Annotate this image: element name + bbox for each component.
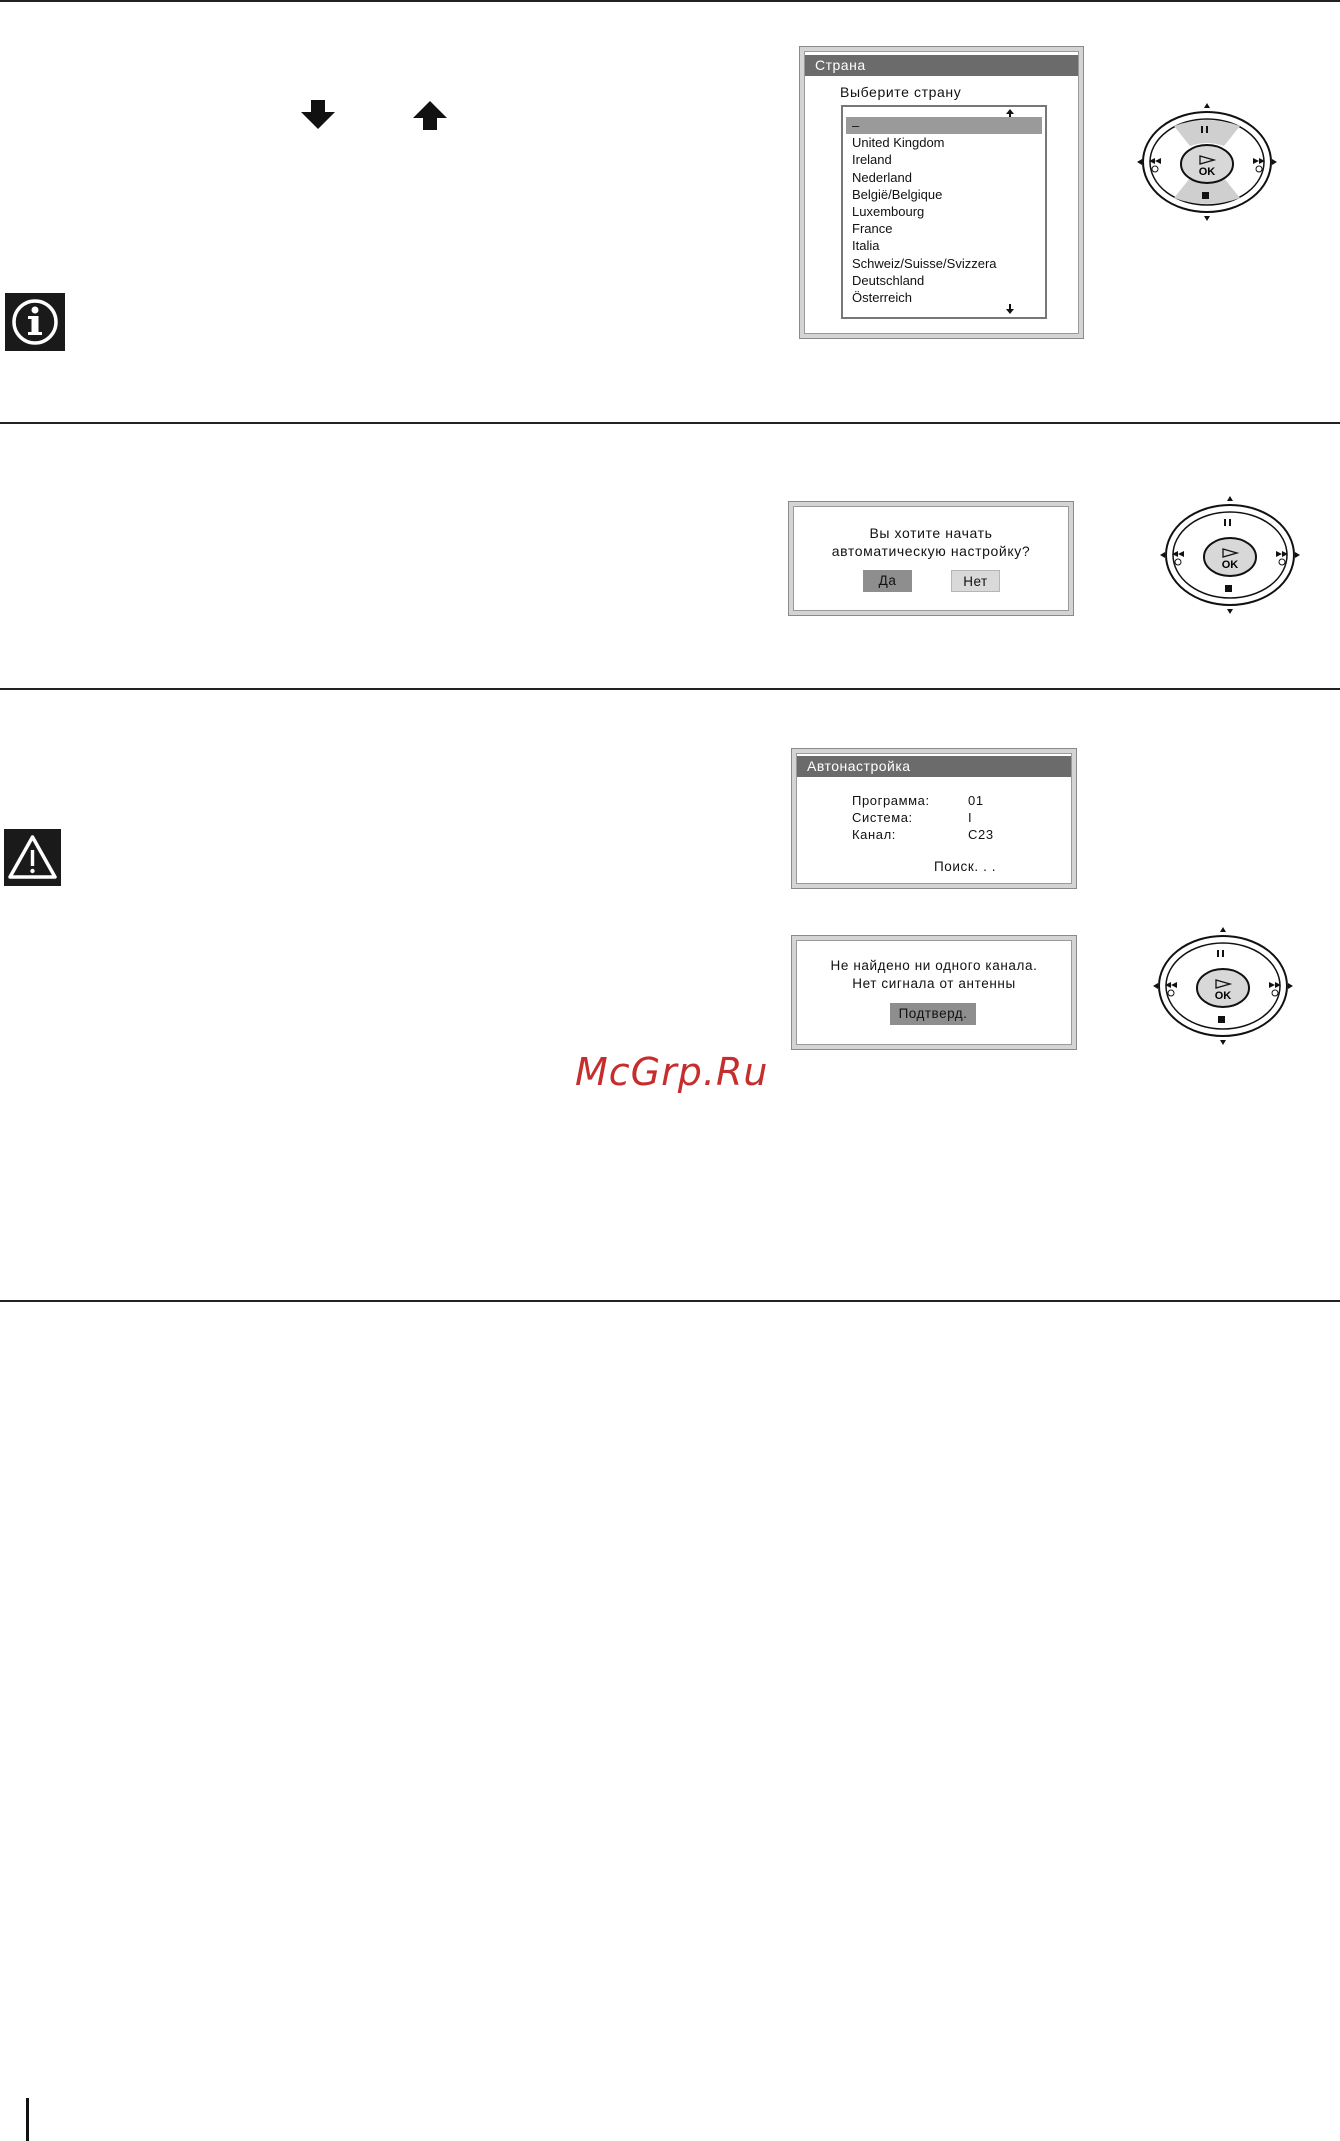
country-list-item[interactable]: Ireland bbox=[852, 152, 892, 168]
country-list-item[interactable]: Luxembourg bbox=[852, 204, 925, 219]
system-label: Система: bbox=[852, 810, 913, 825]
country-list-item[interactable]: – bbox=[846, 117, 1042, 134]
system-value: I bbox=[968, 810, 973, 825]
question-line-1: Вы хотите начать bbox=[869, 525, 993, 541]
channel-value: C23 bbox=[968, 827, 994, 842]
warning-icon bbox=[4, 829, 61, 886]
searching-status: Поиск. . . bbox=[934, 859, 997, 874]
country-list-item[interactable]: United Kingdom bbox=[852, 135, 945, 151]
country-list-item[interactable]: France bbox=[852, 221, 893, 237]
program-value: 01 bbox=[968, 793, 984, 808]
remote-navigation-pad: OK bbox=[1153, 927, 1293, 1045]
message-line-2: Нет сигнала от антенны bbox=[852, 976, 1016, 991]
watermark: McGrp.Ru bbox=[575, 1050, 769, 1094]
scroll-down-icon[interactable] bbox=[1006, 304, 1014, 315]
ok-label: OK bbox=[1222, 559, 1239, 571]
country-prompt: Выберите страну bbox=[840, 84, 962, 100]
country-list-item[interactable]: Schweiz/Suisse/Svizzera bbox=[852, 255, 997, 271]
yes-button[interactable]: Да bbox=[863, 570, 912, 592]
country-list-item[interactable]: Italia bbox=[852, 238, 880, 254]
arrow-down-icon bbox=[301, 100, 335, 129]
remote-navigation-pad: OK bbox=[1137, 103, 1277, 221]
confirm-button[interactable]: Подтверд. bbox=[890, 1003, 976, 1025]
program-label: Программа: bbox=[852, 793, 930, 808]
ok-label: OK bbox=[1215, 990, 1232, 1002]
scroll-up-icon[interactable] bbox=[1006, 109, 1014, 120]
message-line-1: Не найдено ни одного канала. bbox=[830, 958, 1038, 973]
arrow-up-icon bbox=[413, 101, 447, 130]
section-divider bbox=[0, 688, 1340, 690]
country-list-item[interactable]: Deutschland bbox=[852, 272, 925, 288]
ok-label: OK bbox=[1199, 166, 1216, 178]
country-list-item[interactable]: Österreich bbox=[852, 290, 912, 305]
screen-title: Автонастройка bbox=[797, 756, 1071, 777]
no-button[interactable]: Нет bbox=[951, 570, 1000, 592]
section-divider bbox=[0, 0, 1340, 2]
section-divider bbox=[0, 422, 1340, 424]
country-list-item[interactable]: België/Belgique bbox=[852, 186, 943, 202]
remote-navigation-pad: OK bbox=[1160, 496, 1300, 614]
info-icon bbox=[5, 293, 65, 351]
auto-tune-question-dialog: Вы хотите начать автоматическую настройк… bbox=[788, 501, 1074, 616]
no-channel-dialog: Не найдено ни одного канала. Нет сигнала… bbox=[791, 935, 1077, 1050]
screen-title: Страна bbox=[805, 55, 1078, 76]
country-list-item[interactable]: Nederland bbox=[852, 169, 912, 185]
channel-label: Канал: bbox=[852, 827, 897, 842]
question-line-2: автоматическую настройку? bbox=[831, 543, 1031, 559]
section-divider bbox=[0, 1300, 1340, 1302]
auto-tune-screen: Автонастройка Программа: 01 Система: I К… bbox=[791, 748, 1077, 889]
page-margin-bar bbox=[26, 2098, 29, 2141]
